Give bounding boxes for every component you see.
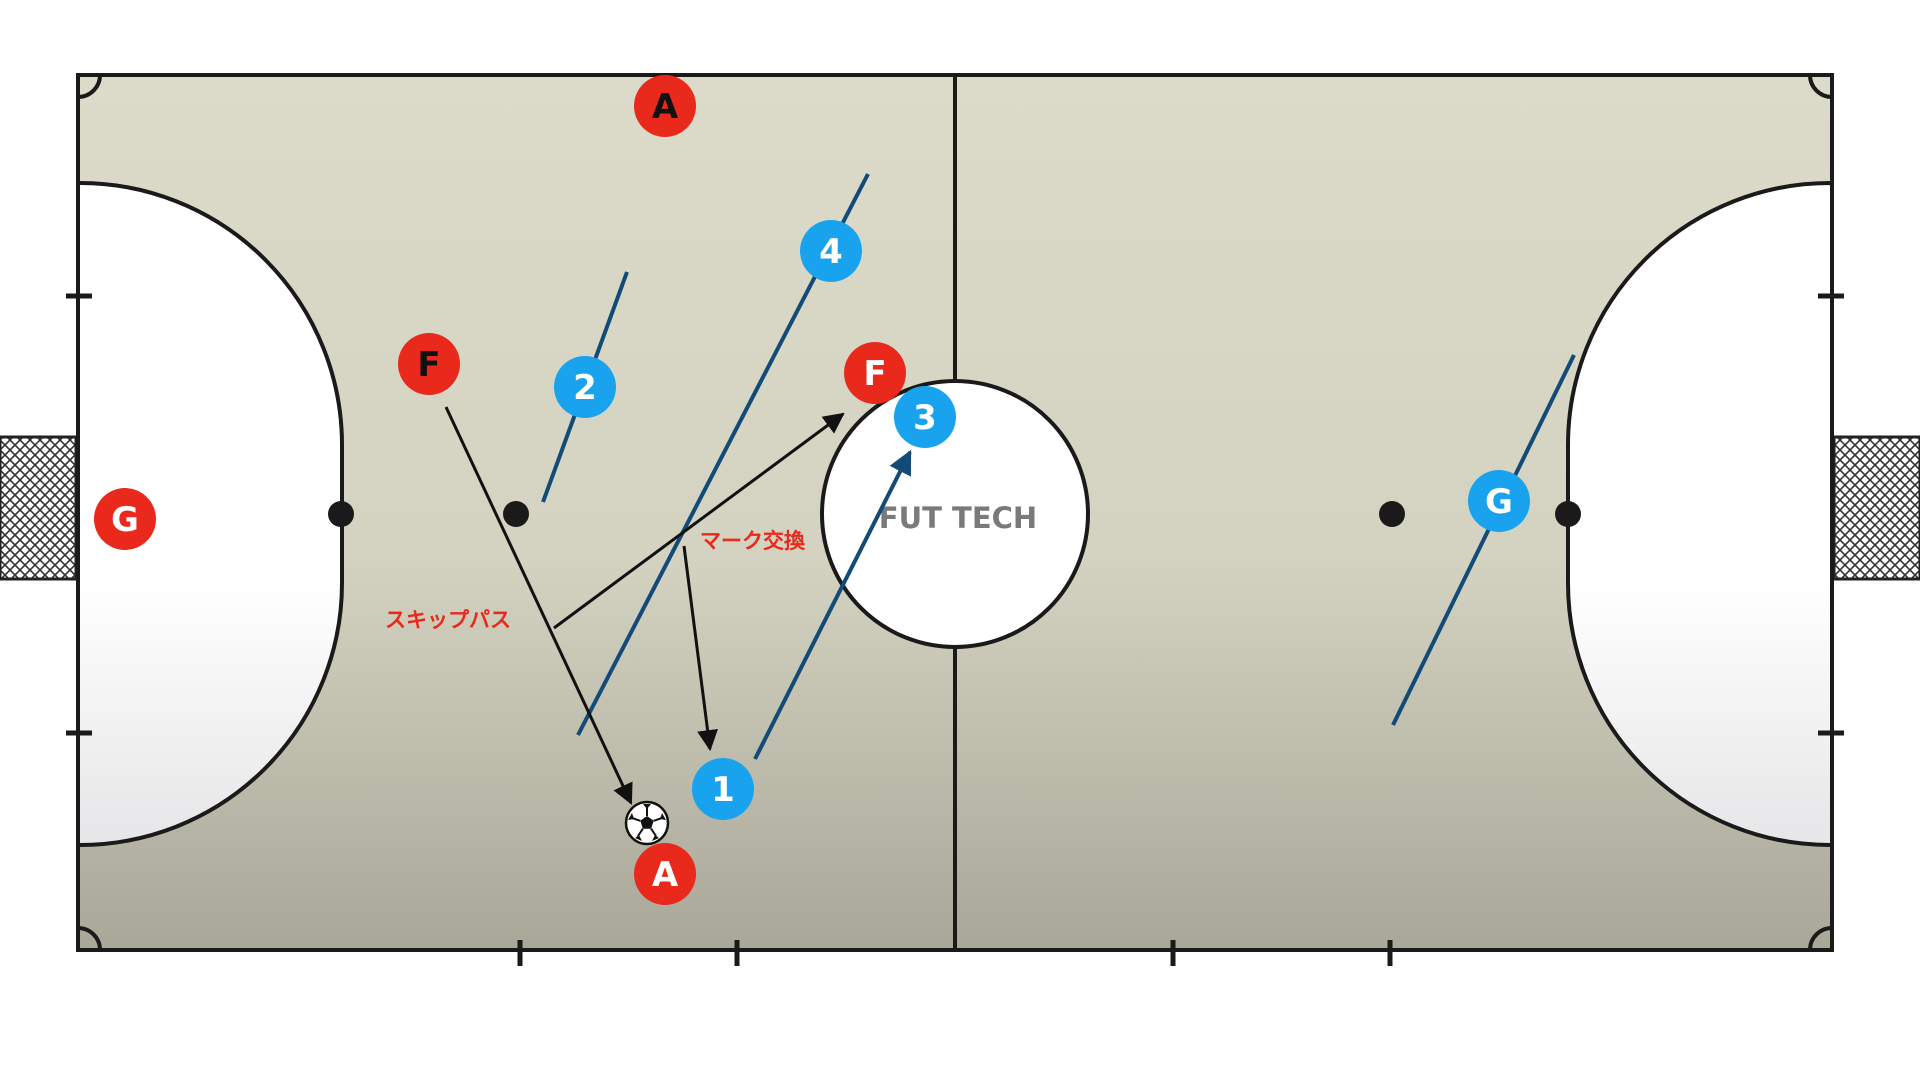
left-penalty-spot	[328, 501, 354, 527]
soccer-ball-icon	[624, 800, 670, 846]
right-penalty-area	[1566, 181, 1834, 847]
corner-arc-top-right	[1808, 74, 1833, 99]
opponent-player-f-left[interactable]: F	[398, 333, 460, 395]
svg-text:2: 2	[573, 368, 597, 408]
right-goal-net	[1832, 435, 1920, 581]
skip-pass-label: スキップパス	[385, 608, 511, 632]
team-player-2[interactable]: 2	[554, 356, 616, 418]
pass-arrow-f-to-ball	[444, 406, 633, 805]
svg-text:F: F	[863, 354, 886, 394]
corner-arc-bottom-left	[77, 926, 102, 951]
team-player-4[interactable]: 4	[800, 220, 862, 282]
left-goal-net	[0, 435, 78, 581]
svg-text:F: F	[417, 345, 440, 385]
corner-arc-top-left	[77, 74, 102, 99]
team-player-1[interactable]: 1	[692, 758, 754, 820]
svg-text:4: 4	[819, 232, 843, 272]
player-1-run-arrow	[753, 449, 912, 760]
svg-text:3: 3	[913, 398, 937, 438]
mark-switch-label: マーク交換	[700, 529, 806, 553]
right-second-penalty-spot	[1379, 501, 1405, 527]
svg-text:A: A	[652, 87, 679, 127]
team-goalkeeper[interactable]: G	[1468, 470, 1530, 532]
opponent-goalkeeper[interactable]: G	[94, 488, 156, 550]
watermark-text: FUT TECH	[879, 501, 1037, 535]
right-penalty-spot	[1555, 501, 1581, 527]
boundary-marks	[66, 293, 1844, 966]
opponent-player-a-bottom[interactable]: A	[634, 843, 696, 905]
team-player-3[interactable]: 3	[894, 386, 956, 448]
mark-switch-arrow	[682, 545, 719, 752]
pass-arrows	[444, 406, 845, 805]
svg-text:A: A	[652, 855, 679, 895]
svg-text:1: 1	[711, 770, 735, 810]
skip-pass-arrow	[553, 412, 845, 630]
opponent-player-a-top[interactable]: A	[634, 75, 696, 137]
svg-text:G: G	[111, 500, 139, 540]
svg-text:G: G	[1485, 482, 1513, 522]
left-penalty-area	[76, 181, 344, 847]
corner-arc-bottom-right	[1808, 926, 1833, 951]
opponent-player-f-center[interactable]: F	[844, 342, 906, 404]
goalkeeper-movement-line	[1391, 354, 1576, 726]
left-second-penalty-spot	[503, 501, 529, 527]
center-circle	[820, 379, 1090, 649]
